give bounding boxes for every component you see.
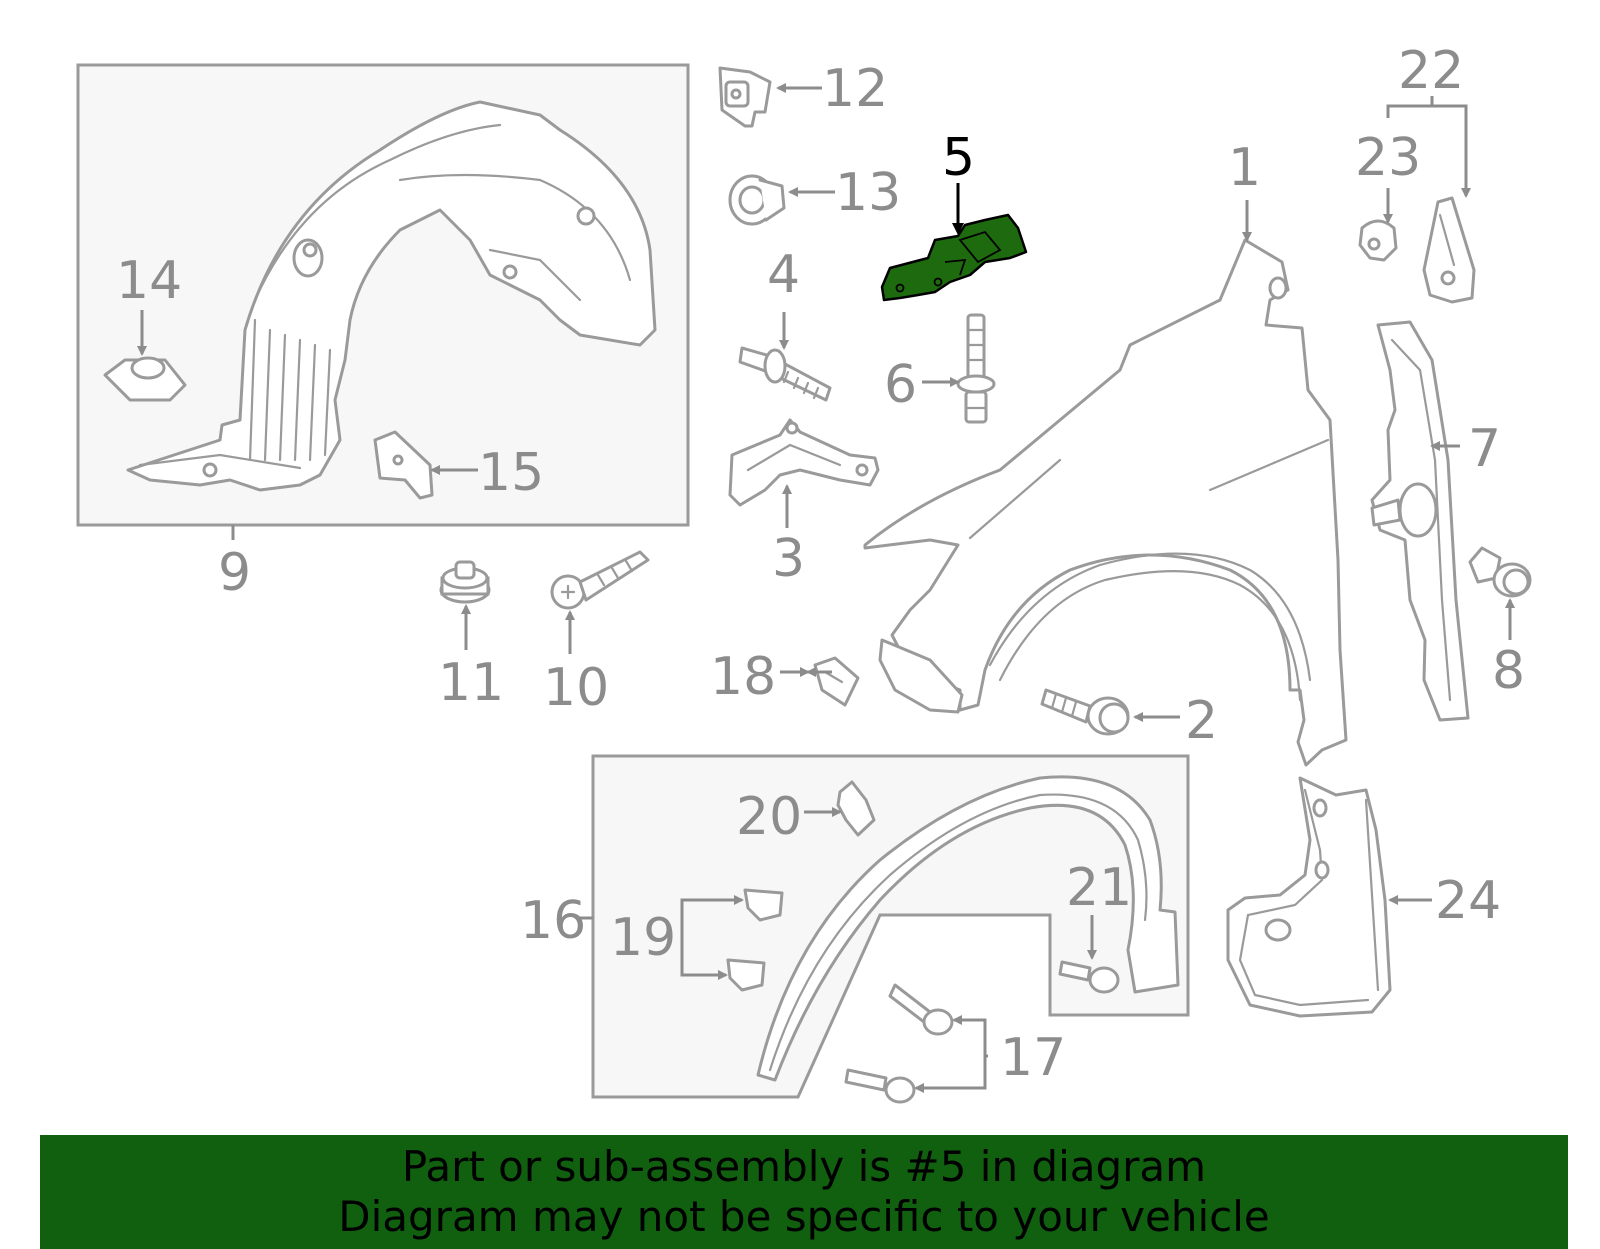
callout-7: 7 [1468,419,1501,479]
callout-4: 4 [767,245,800,305]
callout-6: 6 [884,355,917,415]
callout-20: 20 [736,787,802,847]
part-11-nut[interactable] [439,560,491,604]
callout-21: 21 [1066,858,1132,918]
callout-23: 23 [1355,128,1421,188]
part-4-stud-bolt[interactable] [738,346,832,402]
part-16-wheel-arch-molding[interactable] [756,775,1180,1082]
callout-17: 17 [1000,1028,1066,1088]
callout-14: 14 [116,251,182,311]
part-17-screws[interactable] [844,983,954,1104]
part-14-clip-nut[interactable] [103,356,187,402]
callout-24: 24 [1435,871,1501,931]
callout-9: 9 [218,543,251,603]
part-3-bracket[interactable] [728,418,880,507]
part-19-clips[interactable] [726,888,784,992]
part-24-mud-guard[interactable] [1226,776,1392,1018]
callout-5: 5 [942,128,975,188]
callout-12: 12 [822,59,888,119]
callout-8: 8 [1492,641,1525,701]
part-13-grommet[interactable] [728,174,786,226]
callout-22: 22 [1398,41,1464,101]
group-box-16 [591,754,1190,1099]
part-1-fender[interactable] [863,238,1348,767]
banner-line-2: Diagram may not be specific to your vehi… [338,1192,1270,1241]
part-5-bracket-highlighted[interactable] [880,213,1028,302]
leader-lines [137,83,1515,1093]
part-21-screw[interactable] [1058,960,1120,994]
part-18-clip[interactable] [813,656,860,707]
banner-line-1: Part or sub-assembly is #5 in diagram [401,1142,1207,1191]
part-9-fender-liner[interactable] [126,100,657,492]
callout-16: 16 [520,891,586,951]
callout-1: 1 [1228,138,1261,198]
part-22-bracket[interactable] [1422,196,1476,304]
part-7-fender-seal[interactable] [1370,320,1470,722]
callout-13: 13 [835,163,901,223]
callout-10: 10 [543,658,609,718]
callout-3: 3 [772,529,805,589]
callout-15: 15 [478,443,544,503]
part-6-stud[interactable] [956,313,996,424]
part-15-clip[interactable] [373,430,434,500]
info-banner: Part or sub-assembly is #5 in diagram Di… [40,1135,1568,1249]
part-23-grommet[interactable] [1358,219,1398,262]
callout-11: 11 [438,653,504,713]
callout-18: 18 [710,647,776,707]
part-10-screw[interactable] [550,550,650,610]
callout-labels: 12 13 5 1 23 22 4 6 3 7 8 2 18 14 15 9 1… [116,41,1525,1088]
part-2-bolt[interactable] [1040,688,1130,736]
callout-19: 19 [610,908,676,968]
part-8-clip[interactable] [1468,546,1532,598]
callout-2: 2 [1185,691,1218,751]
part-12-clip[interactable] [718,66,772,128]
